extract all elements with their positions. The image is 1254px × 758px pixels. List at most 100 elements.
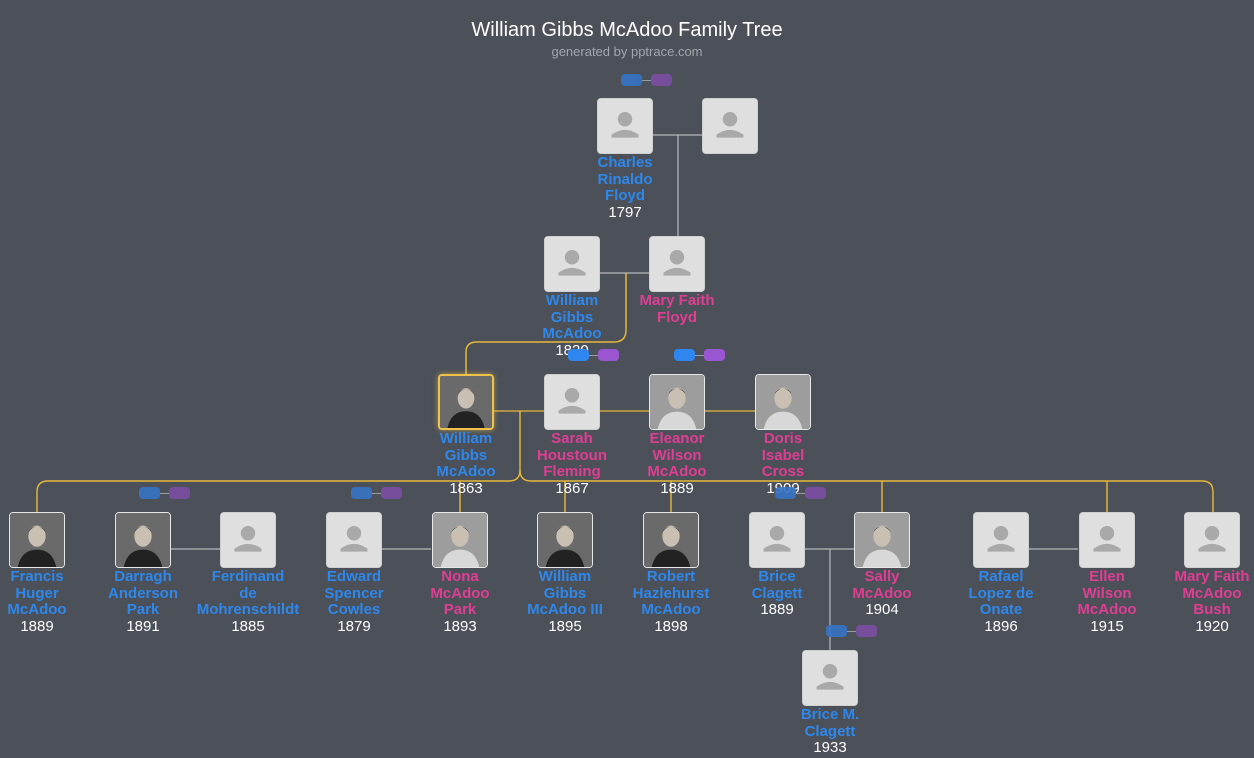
person-name-line: Doris — [763, 430, 803, 447]
person-birth-year: 1898 — [654, 617, 688, 635]
person-name-line: de — [239, 584, 257, 602]
person-name-line: Hazlehurst — [632, 584, 710, 602]
person-name-line: McAdoo — [7, 601, 67, 618]
toggle-ancestors-pill[interactable] — [674, 349, 695, 361]
person-name-line: Brice — [758, 568, 796, 585]
toggle-ancestors-pill[interactable] — [621, 74, 642, 86]
person-name[interactable]: Brice M.Clagett — [760, 706, 900, 740]
person-placeholder-icon[interactable] — [649, 236, 705, 292]
person-name-line: Houstoun — [537, 446, 607, 464]
person-name-line: Isabel — [761, 446, 805, 464]
page-subtitle: generated by pptrace.com — [551, 44, 703, 59]
person-placeholder-icon[interactable] — [544, 236, 600, 292]
pill-connector — [372, 493, 381, 494]
connector-line — [653, 134, 702, 236]
pill-connector — [695, 355, 704, 356]
person-name-line: Gibbs — [543, 584, 587, 602]
person-placeholder-icon[interactable] — [544, 374, 600, 430]
person-photo[interactable] — [537, 512, 593, 568]
person-photo[interactable] — [649, 374, 705, 430]
person-placeholder-icon[interactable] — [749, 512, 805, 568]
person-photo[interactable] — [9, 512, 65, 568]
toggle-ancestors-pill[interactable] — [351, 487, 372, 499]
person-name-line: McAdoo — [641, 601, 701, 618]
person-name-line: Sally — [864, 568, 900, 585]
person-photo[interactable] — [432, 512, 488, 568]
person-birth-year: 1879 — [337, 617, 371, 635]
person-photo[interactable] — [643, 512, 699, 568]
person-name-line: Onate — [979, 601, 1023, 618]
person-name-line: Rafael — [978, 568, 1024, 585]
toggle-descendants-pill[interactable] — [856, 625, 877, 637]
pill-connector — [796, 493, 805, 494]
toggle-ancestors-pill[interactable] — [826, 625, 847, 637]
person-birth-year: 1895 — [548, 617, 582, 635]
person-name-line: Spencer — [324, 584, 384, 602]
toggle-descendants-pill[interactable] — [169, 487, 190, 499]
person-name-line: McAdoo — [436, 463, 496, 480]
person-name-line: Wilson — [1082, 584, 1132, 602]
person-name-line: McAdoo — [1182, 584, 1242, 602]
person-placeholder-icon[interactable] — [802, 650, 858, 706]
toggle-ancestors-pill[interactable] — [568, 349, 589, 361]
person-photo[interactable] — [854, 512, 910, 568]
person-placeholder-icon[interactable] — [326, 512, 382, 568]
person-birth-year: 1893 — [443, 617, 477, 635]
pill-connector — [847, 631, 856, 632]
person-name-line: Floyd — [657, 308, 697, 326]
toggle-descendants-pill[interactable] — [598, 349, 619, 361]
person-name-line: Robert — [646, 568, 696, 585]
person-name-line: Brice M. — [800, 706, 860, 723]
connector-line — [36, 411, 521, 512]
person-birth-year: 1867 — [555, 479, 589, 497]
person-placeholder-icon[interactable] — [973, 512, 1029, 568]
person-name-line: Nona — [441, 568, 479, 585]
person-name-line: Mary Faith — [639, 292, 715, 309]
person-birth-year: 1889 — [760, 601, 794, 618]
toggle-ancestors-pill[interactable] — [139, 487, 160, 499]
person-birth-year: 1891 — [126, 617, 160, 635]
person-birth-year: 1933 — [813, 739, 847, 756]
person-name-line: Cross — [761, 463, 805, 480]
person-birth-year: 1797 — [608, 203, 642, 221]
toggle-descendants-pill[interactable] — [381, 487, 402, 499]
person-photo[interactable] — [755, 374, 811, 430]
person-name-line: Lopez de — [968, 584, 1034, 602]
toggle-descendants-pill[interactable] — [704, 349, 725, 361]
person-name-line: Park — [126, 601, 160, 618]
person-placeholder-icon[interactable] — [702, 98, 758, 154]
person-name-line: Sarah — [551, 430, 593, 447]
toggle-descendants-pill[interactable] — [805, 487, 826, 499]
person-name-line: Rinaldo — [597, 170, 653, 188]
person-photo[interactable] — [438, 374, 494, 430]
toggle-ancestors-pill[interactable] — [775, 487, 796, 499]
person-photo[interactable] — [115, 512, 171, 568]
toggle-descendants-pill[interactable] — [651, 74, 672, 86]
person-name-line: Floyd — [605, 187, 645, 204]
person-placeholder-icon[interactable] — [597, 98, 653, 154]
person-name-line: Fleming — [543, 463, 601, 480]
person-name-line: Gibbs — [550, 308, 594, 326]
person-placeholder-icon[interactable] — [220, 512, 276, 568]
person-placeholder-icon[interactable] — [1184, 512, 1240, 568]
person-placeholder-icon[interactable] — [1079, 512, 1135, 568]
